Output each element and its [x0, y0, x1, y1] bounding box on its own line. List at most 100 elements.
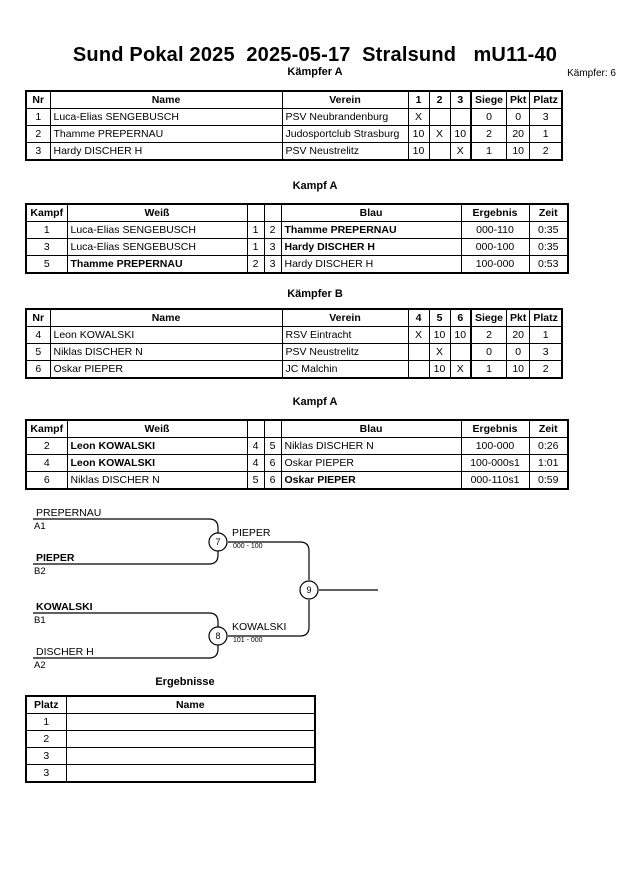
cell-pkt: 10	[506, 360, 531, 379]
cell-weiss-nr: 1	[246, 238, 265, 256]
cell-weiss-nr: 4	[246, 454, 265, 472]
cell-verein: PSV Neustrelitz	[281, 142, 409, 161]
cell-siege: 2	[470, 125, 508, 143]
bracket-match-score-7: 000 - 100	[233, 543, 263, 550]
col-ergebnis: Ergebnis	[460, 419, 530, 438]
col-zeit: Zeit	[528, 203, 569, 222]
col-kampf: Kampf	[25, 203, 68, 222]
cell-name[interactable]	[65, 764, 316, 783]
cell-m2: X	[428, 125, 451, 143]
cell-kampf: 1	[25, 221, 68, 239]
cell-m2	[428, 142, 451, 161]
kampf-a1-table: Kampf Weiß Blau Ergebnis Zeit 1 Luca-Eli…	[25, 203, 569, 274]
cell-ergebnis: 100-000	[460, 437, 530, 455]
bracket-entry-name-3: KOWALSKI	[36, 601, 93, 613]
cell-m1: 10	[407, 125, 430, 143]
cell-ergebnis: 000-100	[460, 238, 530, 256]
col-blau-nr	[263, 419, 282, 438]
bracket-line-entry-2	[33, 548, 219, 565]
cell-m5: 10	[428, 360, 451, 379]
cell-platz: 1	[529, 125, 563, 143]
cell-m3: X	[449, 142, 472, 161]
kampf-a1-table-wrapper: Kampf Weiß Blau Ergebnis Zeit 1 Luca-Eli…	[25, 203, 569, 274]
cell-siege: 0	[470, 343, 508, 361]
col-name: Name	[65, 695, 316, 714]
cell-pkt: 20	[506, 125, 531, 143]
cell-name: Hardy DISCHER H	[49, 142, 283, 161]
table-row: 4 Leon KOWALSKI RSV Eintracht X 10 10 2 …	[25, 326, 563, 344]
cell-weiss: Thamme PREPERNAU	[66, 255, 248, 274]
cell-blau: Oskar PIEPER	[280, 471, 462, 490]
cell-blau-nr: 3	[263, 238, 282, 256]
col-verein: Verein	[281, 308, 409, 327]
cell-blau: Hardy DISCHER H	[280, 238, 462, 256]
cell-m1: 10	[407, 142, 430, 161]
pool-b-table-wrapper: Nr Name Verein 4 5 6 Siege Pkt Platz 4 L…	[25, 308, 563, 379]
cell-weiss: Leon KOWALSKI	[66, 437, 248, 455]
knockout-bracket: PREPERNAU A1 PIEPER B2 KOWALSKI B1 DISCH…	[0, 494, 630, 674]
cell-ergebnis: 000-110	[460, 221, 530, 239]
kampf-a-heading-1: Kampf A	[292, 180, 338, 192]
bracket-entry-name-1: PREPERNAU	[36, 507, 101, 519]
cell-zeit: 1:01	[528, 454, 569, 472]
results-table: Platz Name 1 2 3 3	[25, 695, 316, 783]
cell-siege: 1	[470, 360, 508, 379]
col-m2: 2	[428, 90, 451, 109]
table-row: 6 Oskar PIEPER JC Malchin 10 X 1 10 2	[25, 360, 563, 379]
cell-name[interactable]	[65, 713, 316, 731]
col-weiss: Weiß	[66, 419, 248, 438]
cell-kampf: 5	[25, 255, 68, 274]
cell-blau-nr: 2	[263, 221, 282, 239]
col-pkt: Pkt	[506, 90, 531, 109]
cell-m4	[407, 343, 430, 361]
bracket-match-number-9: 9	[306, 585, 311, 595]
cell-verein: JC Malchin	[281, 360, 409, 379]
cell-nr: 2	[25, 125, 51, 143]
bracket-match-number-7: 7	[215, 537, 220, 547]
cell-blau-nr: 3	[263, 255, 282, 274]
table-row: 2	[25, 730, 316, 748]
table-row: 2 Thamme PREPERNAU Judosportclub Strasbu…	[25, 125, 563, 143]
bracket-entry-seed-4: A2	[34, 660, 46, 671]
cell-platz: 3	[25, 747, 67, 765]
cell-m3	[449, 108, 472, 126]
col-nr: Nr	[25, 308, 51, 327]
pool-b-heading: Kämpfer B	[287, 288, 343, 300]
bracket-line-entry-1	[33, 518, 219, 536]
bracket-entry-name-4: DISCHER H	[36, 646, 94, 658]
cell-siege: 2	[470, 326, 508, 344]
cell-verein: PSV Neubrandenburg	[281, 108, 409, 126]
col-name: Name	[49, 308, 283, 327]
cell-blau-nr: 5	[263, 437, 282, 455]
cell-nr: 3	[25, 142, 51, 161]
cell-m4	[407, 360, 430, 379]
table-header-row: Kampf Weiß Blau Ergebnis Zeit	[25, 203, 569, 222]
cell-blau-nr: 6	[263, 471, 282, 490]
bracket-match-node-9[interactable]	[299, 580, 319, 600]
cell-platz: 3	[529, 343, 563, 361]
cell-name[interactable]	[65, 730, 316, 748]
cell-siege: 1	[470, 142, 508, 161]
bracket-match-node-8[interactable]	[208, 626, 228, 646]
cell-name: Luca-Elias SENGEBUSCH	[49, 108, 283, 126]
col-nr: Nr	[25, 90, 51, 109]
cell-m4: X	[407, 326, 430, 344]
cell-siege: 0	[470, 108, 508, 126]
cell-weiss: Niklas DISCHER N	[66, 471, 248, 490]
cell-kampf: 6	[25, 471, 68, 490]
cell-name[interactable]	[65, 747, 316, 765]
bracket-entry-name-2: PIEPER	[36, 552, 75, 564]
table-row: 4 Leon KOWALSKI 4 6 Oskar PIEPER 100-000…	[25, 454, 569, 472]
table-row: 1 Luca-Elias SENGEBUSCH PSV Neubrandenbu…	[25, 108, 563, 126]
table-row: 2 Leon KOWALSKI 4 5 Niklas DISCHER N 100…	[25, 437, 569, 455]
table-header-row: Kampf Weiß Blau Ergebnis Zeit	[25, 419, 569, 438]
cell-m6	[449, 343, 472, 361]
col-verein: Verein	[281, 90, 409, 109]
col-platz: Platz	[25, 695, 67, 714]
table-header-row: Nr Name Verein 1 2 3 Siege Pkt Platz	[25, 90, 563, 109]
cell-platz: 3	[529, 108, 563, 126]
cell-ergebnis: 100-000s1	[460, 454, 530, 472]
bracket-match-node-7[interactable]	[208, 532, 228, 552]
cell-m1: X	[407, 108, 430, 126]
col-name: Name	[49, 90, 283, 109]
